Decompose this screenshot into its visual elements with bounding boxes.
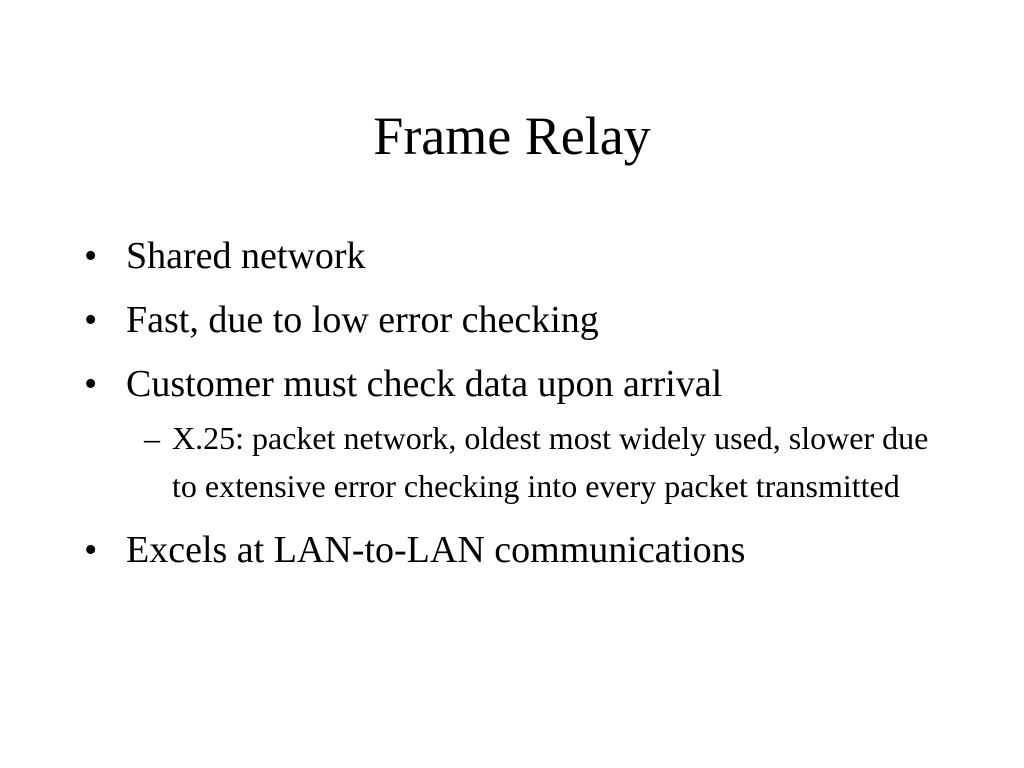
bullet-marker: • xyxy=(84,529,98,571)
bullet-text: Shared network xyxy=(126,235,366,277)
bullet-text: Fast, due to low error checking xyxy=(126,299,599,341)
bullet-marker: • xyxy=(84,299,98,341)
bullet-item: • Shared network xyxy=(84,232,964,280)
bullet-item: • Fast, due to low error checking xyxy=(84,296,964,344)
bullet-list: • Shared network • Fast, due to low erro… xyxy=(84,232,964,590)
bullet-marker: • xyxy=(84,363,98,405)
bullet-item: • Customer must check data upon arrival … xyxy=(84,360,964,510)
bullet-marker: • xyxy=(84,235,98,277)
sub-bullet-text: X.25: packet network, oldest most widely… xyxy=(172,420,929,504)
bullet-text: Customer must check data upon arrival xyxy=(126,363,723,405)
sub-bullet-marker: – xyxy=(144,420,160,456)
slide-title: Frame Relay xyxy=(373,106,651,166)
sub-bullet-item: – X.25: packet network, oldest most wide… xyxy=(144,414,964,510)
sub-bullet-list: – X.25: packet network, oldest most wide… xyxy=(144,414,964,510)
bullet-item: • Excels at LAN-to-LAN communications xyxy=(84,526,964,574)
bullet-text: Excels at LAN-to-LAN communications xyxy=(126,529,746,571)
